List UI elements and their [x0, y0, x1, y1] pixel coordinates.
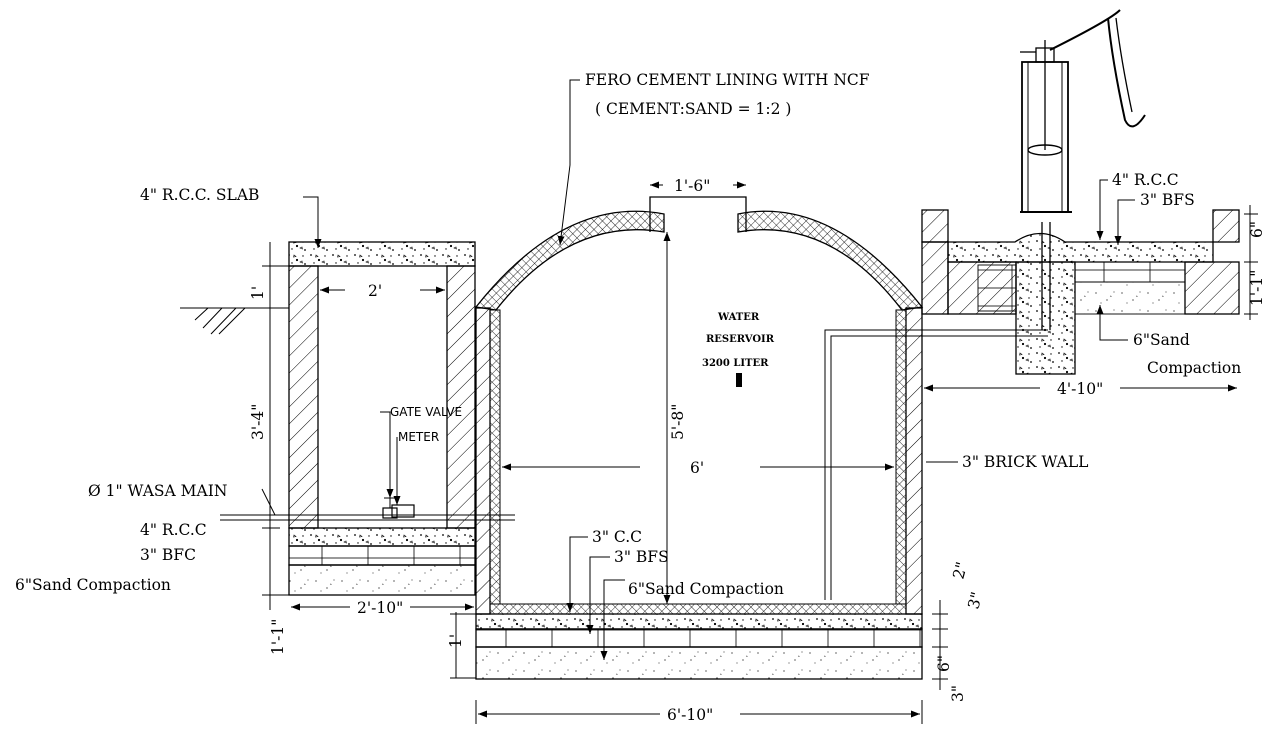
- inner-height-dim: 5'-8": [669, 404, 687, 440]
- sand-right-label-1: 6"Sand: [1133, 331, 1190, 349]
- rcc-right-label: 4" R.C.C: [1112, 171, 1179, 189]
- reservoir-label: RESERVOIR: [706, 334, 775, 345]
- gate-valve-label: GATE VALVE: [390, 405, 462, 419]
- cc-bottom-label: 3" C.C: [592, 528, 642, 546]
- bottom-left-dim: 1': [447, 634, 465, 648]
- bottom-right-dim-3a: 3": [964, 590, 986, 611]
- chamber-height-dim: 3'-4": [249, 404, 267, 440]
- bottom-right-dim-2: 2": [949, 560, 971, 581]
- chamber-width-dim: 2': [368, 282, 382, 300]
- leader-lines: [261, 79, 1135, 660]
- bottom-right-dim-6: 6": [935, 655, 953, 672]
- bfc-left-label: 3" BFC: [140, 546, 196, 564]
- sand-bottom-label: 6"Sand Compaction: [628, 580, 784, 598]
- brick-wall-label: 3" BRICK WALL: [962, 453, 1088, 471]
- left-base-dim: 1'-1": [269, 619, 287, 655]
- ground-line-symbol: [180, 307, 289, 335]
- bfs-bottom-label: 3" BFS: [614, 548, 669, 566]
- capacity-label: 3200 LITER: [702, 358, 769, 369]
- rcc-left-label: 4" R.C.C: [140, 521, 207, 539]
- rcc-slab-label: 4" R.C.C. SLAB: [140, 186, 259, 204]
- fero-cement-label: FERO CEMENT LINING WITH NCF: [585, 71, 870, 89]
- sand-left-label: 6"Sand Compaction: [15, 576, 171, 594]
- right-height-dim: 1'-1": [1248, 270, 1262, 306]
- chamber-top-dim: 1': [249, 286, 267, 300]
- cement-ratio-label: ( CEMENT:SAND = 1:2 ): [595, 100, 791, 118]
- meter-chamber: [220, 241, 515, 596]
- dome-opening-dim: 1'-6": [674, 177, 710, 195]
- bfs-right-label: 3" BFS: [1140, 191, 1195, 209]
- bottom-right-dim-3b: 3": [949, 685, 967, 702]
- right-slab-dim: 6": [1248, 221, 1262, 238]
- water-label: WATER: [717, 312, 760, 323]
- bottom-total-dim: 6'-10": [667, 706, 713, 724]
- pump-platform: [921, 9, 1240, 375]
- wasa-main-label: Ø 1" WASA MAIN: [88, 482, 227, 500]
- dimension-lines: [262, 181, 1258, 724]
- sand-right-label-2: Compaction: [1147, 359, 1241, 377]
- left-width-dim: 2'-10": [357, 599, 403, 617]
- meter-label: METER: [398, 430, 439, 444]
- right-width-dim: 4'-10": [1057, 380, 1103, 398]
- inner-width-dim: 6': [690, 459, 704, 477]
- annotation-labels: FERO CEMENT LINING WITH NCF ( CEMENT:SAN…: [15, 71, 1262, 724]
